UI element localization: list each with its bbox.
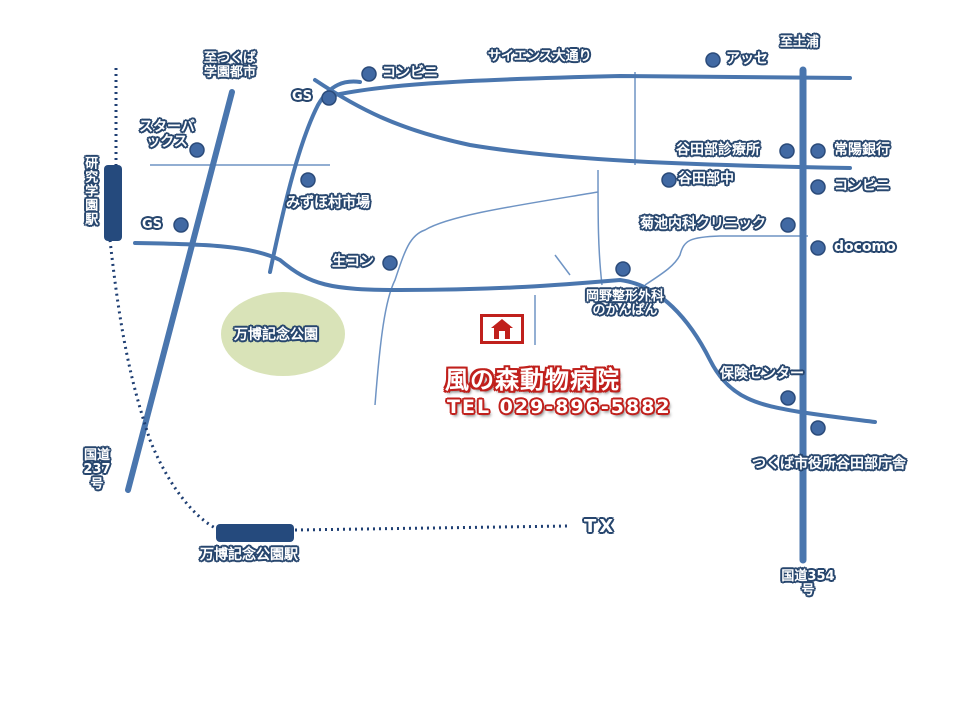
joyo-bank-label: 常陽銀行 — [834, 142, 890, 158]
hospital-tel: TEL 029-896-5882 — [447, 396, 672, 418]
tx-label: TX — [584, 516, 617, 537]
house-glyph — [491, 319, 513, 339]
gs-left-label: GS — [142, 217, 163, 232]
starbucks-line: スターバックス — [139, 119, 195, 151]
route-237-label: 国道237号 — [83, 448, 111, 492]
yatabe-clinic-label: 谷田部診療所 — [676, 142, 760, 158]
okano-clinic-label: 岡野整形外科のかんぱん — [585, 289, 664, 319]
banpaku-station-label: 万博記念公園駅 — [200, 547, 298, 563]
convenience-right-label: コンビニ — [834, 178, 890, 194]
insurance-center-label: 保険センター — [720, 366, 804, 382]
house-icon — [480, 314, 524, 344]
science-avenue-road — [328, 73, 852, 98]
yatabe-middle-label: 谷田部中 — [678, 171, 734, 187]
to-tsukuba-label: 至つくば学園都市 — [203, 51, 256, 81]
science-avenue-label: サイエンス大通り — [488, 49, 592, 64]
landmark-markers — [173, 52, 826, 436]
starbucks-label: スターバックス — [138, 119, 196, 151]
docomo-label: docomo — [834, 239, 896, 255]
route-354-label: 国道354号 — [781, 569, 835, 599]
park-area — [221, 292, 345, 376]
route-237-road — [125, 89, 235, 493]
namacon-label: 生コン — [332, 254, 374, 270]
local-streets — [150, 72, 808, 406]
tx-railway — [108, 68, 569, 534]
banpaku-station — [216, 524, 294, 542]
asse-label: アッセ — [726, 51, 768, 67]
to-tsuchiura-label: 至土浦 — [780, 35, 820, 50]
kikuchi-clinic-label: 菊池内科クリニック — [640, 216, 766, 232]
gs-top-label: GS — [292, 89, 313, 104]
park-label: 万博記念公園 — [234, 327, 318, 343]
kenkyu-gakuen-label: 研究学園駅 — [82, 156, 98, 226]
hospital-name: 風の森動物病院 — [445, 366, 620, 394]
mizuho-market-label: みずほ村市場 — [286, 195, 370, 211]
kenkyu-gakuen-station — [104, 165, 122, 241]
convenience-top-label: コンビニ — [382, 65, 438, 81]
city-office-label: つくば市役所谷田部庁舎 — [752, 456, 906, 472]
